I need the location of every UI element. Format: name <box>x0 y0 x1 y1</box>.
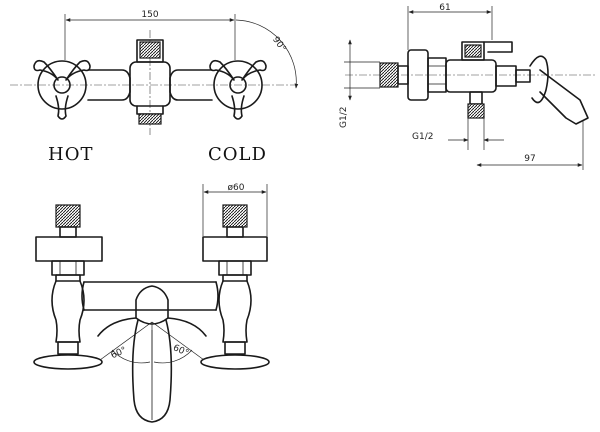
right-inlet <box>200 204 270 370</box>
dim-lever-angle-right: 60° <box>171 343 190 359</box>
cold-handle <box>209 59 267 120</box>
dim-lever-angle-left: 60° <box>110 345 129 361</box>
dim-spout-reach: 97 <box>524 154 535 164</box>
label-hot: HOT <box>48 144 93 165</box>
dim-inlet-thread: G1/2 <box>339 107 349 128</box>
dim-handle-spacing: 150 <box>141 10 158 20</box>
hot-handle <box>33 59 91 120</box>
dim-side-depth: 61 <box>439 3 450 13</box>
label-cold: COLD <box>208 144 267 165</box>
dim-rotation: 90° <box>270 35 287 54</box>
front-elevation: ø60 <box>33 183 270 423</box>
left-inlet <box>33 204 103 370</box>
dim-flange-diameter: ø60 <box>228 183 245 193</box>
dim-outlet-thread: G1/2 <box>412 132 433 142</box>
side-view: 61 G1/2 G1/2 <box>339 3 595 170</box>
top-front-view: 150 90° HOT COLD <box>10 10 299 165</box>
